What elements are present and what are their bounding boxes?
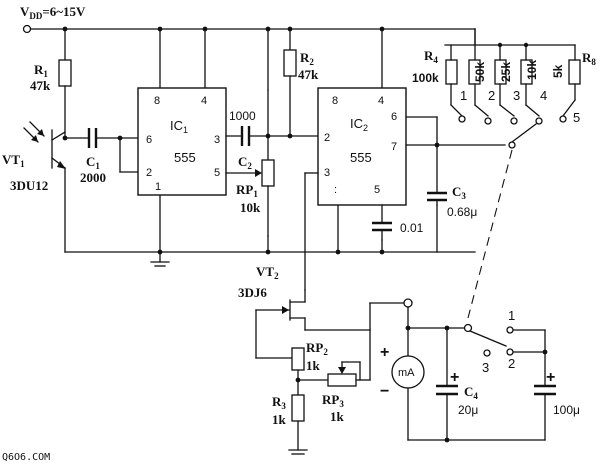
bank-value-10k: 10k <box>525 60 539 80</box>
r1-name: R1 <box>34 62 48 79</box>
c1-capacitor <box>64 128 139 173</box>
supply-label: VDD=6~15V <box>20 4 86 21</box>
filter-wiring <box>407 323 556 443</box>
meter-plus: + <box>380 344 389 361</box>
c2-name: C2 <box>238 154 252 171</box>
resistor-bank <box>445 42 581 117</box>
r2-value: 47k <box>298 67 319 82</box>
ic2-pin5: 5 <box>374 184 380 196</box>
range-pos-3: 3 <box>513 88 520 103</box>
bank-value-50k: 50k <box>473 62 487 82</box>
ic2-pin3: 3 <box>324 167 330 179</box>
ic2-name: IC2 <box>350 116 368 133</box>
meter-minus: − <box>380 383 389 400</box>
ic2-pin2: 2 <box>324 132 330 144</box>
ganged-switch-link <box>467 149 513 319</box>
rp1-potentiometer <box>225 89 275 237</box>
ic1-pin3: 3 <box>214 134 220 146</box>
r1-resistor <box>58 59 72 139</box>
filter-selector-switch[interactable] <box>469 326 514 357</box>
ic1-pin8: 8 <box>154 95 160 107</box>
svg-text:VDD=6~15V: VDD=6~15V <box>20 4 86 21</box>
range-pos-1: 1 <box>460 88 467 103</box>
r4-name: R4 <box>424 48 438 65</box>
range-pos-4: 4 <box>540 88 547 103</box>
c4-value: 20μ <box>458 403 478 417</box>
c3-name: C3 <box>452 184 466 201</box>
bank-value-5k: 5k <box>551 64 565 78</box>
rp3-potentiometer <box>327 329 371 387</box>
vt1-part: 3DU12 <box>10 178 48 193</box>
ic2-555 <box>317 87 407 206</box>
range-pos-2: 2 <box>488 88 495 103</box>
ic2-timing-wires <box>405 116 506 206</box>
rp2-potentiometer <box>291 347 329 396</box>
c3-value: 0.68μ <box>447 205 477 219</box>
vt2-name: VT2 <box>256 264 279 281</box>
range-selector-switch[interactable] <box>458 115 567 149</box>
filter-pos-1: 1 <box>508 308 515 323</box>
c5-value: 100μ <box>553 403 580 417</box>
vt2-jfet <box>255 289 409 359</box>
ic2-type: 555 <box>350 150 372 165</box>
rp2-name: RP2 <box>306 340 328 357</box>
c2-capacitor <box>225 126 339 146</box>
c-bypass-capacitor <box>372 204 392 241</box>
r3-name: R3 <box>272 394 286 411</box>
r8-name: R8 <box>582 50 596 67</box>
r3-resistor <box>288 394 308 455</box>
c2-value: 1000 <box>229 109 256 123</box>
filter-pos-3: 3 <box>482 360 489 375</box>
ic2-pin8: 8 <box>332 95 338 107</box>
ic1-pin5: 5 <box>214 167 220 179</box>
vt2-part: 3DJ6 <box>238 285 267 300</box>
c4-polarity: + <box>450 369 459 386</box>
bank-value-25k: 25k <box>499 62 513 82</box>
milliammeter <box>391 298 425 441</box>
vt1-name: VT1 <box>2 152 25 169</box>
range-pos-5: 5 <box>573 110 580 125</box>
ic1-pin6: 6 <box>146 134 152 146</box>
r4-value: 100k <box>412 71 439 85</box>
ic2-trigger-wire <box>304 172 319 291</box>
watermark: Q6O6.COM <box>2 452 50 463</box>
rp1-name: RP1 <box>236 182 258 199</box>
ic1-pin1: 1 <box>155 181 161 193</box>
vt1-phototransistor <box>23 121 68 253</box>
r2-resistor <box>283 49 297 137</box>
rp1-value: 10k <box>240 200 261 215</box>
supply-rail <box>22 24 576 91</box>
ic2-pin6: 6 <box>391 111 397 123</box>
r3-value: 1k <box>272 412 287 427</box>
ic1-555 <box>137 87 227 196</box>
rp2-value: 1k <box>306 358 321 373</box>
filter-pos-2: 2 <box>508 356 515 371</box>
ic1-pin4: 4 <box>201 95 207 107</box>
r1-value: 47k <box>30 78 51 93</box>
c-bypass-value: 0.01 <box>400 221 424 235</box>
ic2-pin1: : <box>334 184 337 196</box>
meter-label: mA <box>398 367 415 379</box>
rp3-value: 1k <box>330 409 345 424</box>
ic1-name: IC1 <box>170 118 188 135</box>
r2-name: R2 <box>300 50 314 67</box>
c5-polarity: + <box>546 369 555 386</box>
ic2-pin7: 7 <box>391 141 397 153</box>
ic1-type: 555 <box>174 150 196 165</box>
c4-name: C4 <box>464 384 478 401</box>
rp3-name: RP3 <box>322 392 344 409</box>
ground-rail <box>64 194 476 267</box>
c1-value: 2000 <box>80 170 106 185</box>
ic1-pin2: 2 <box>146 167 152 179</box>
c1-name: C1 <box>86 154 100 171</box>
ic2-pin4: 4 <box>378 95 384 107</box>
